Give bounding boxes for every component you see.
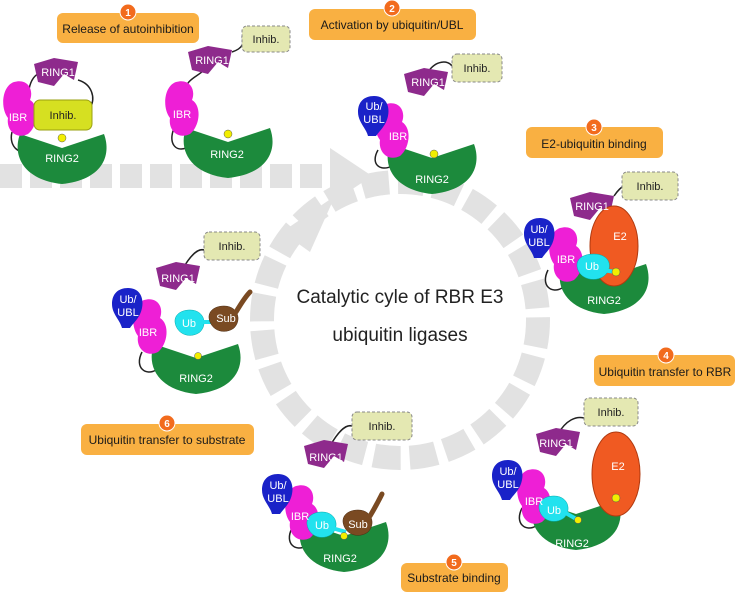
ring1-label: RING1 [41, 67, 75, 79]
ibr-label: IBR [557, 254, 575, 266]
inhib-domain-free [351, 411, 413, 441]
inhib-domain-free [203, 231, 261, 261]
ring2-label: RING2 [210, 149, 244, 161]
step-1-number: 1 [125, 8, 131, 19]
ring1-label: RING1 [309, 452, 343, 464]
inhib-domain-free [621, 171, 679, 201]
step-2-text: Activation by ubiquitin/UBL [321, 18, 464, 32]
ub-ubl-label-line2: UBL [267, 493, 288, 505]
ring2-label: RING2 [45, 153, 79, 165]
inhib-domain-bound [33, 99, 93, 131]
step-1-text: Release of autoinhibition [62, 22, 193, 36]
ubiquitin [538, 495, 569, 522]
inhib-label: Inhib. [219, 241, 246, 253]
step-3-number: 3 [591, 123, 597, 134]
step-3-text: E2-ubiquitin binding [541, 137, 646, 151]
inhib-label: Inhib. [50, 110, 77, 122]
step-1-label: 1 Release of autoinhibition [57, 3, 199, 43]
ubiquitin [576, 253, 610, 280]
step-5-number: 5 [451, 558, 457, 569]
e2-label: E2 [611, 461, 624, 473]
inhib-label: Inhib. [253, 34, 280, 46]
ring2-label: RING2 [555, 538, 589, 550]
ibr-label: IBR [389, 131, 407, 143]
step-6-number: 6 [164, 419, 170, 430]
stage-ub-transfer-to-substrate: RING1 Ub/ UBL IBR Ub Sub Inhib. RING2 [112, 231, 261, 394]
stage-autoinhibited: RING1 IBR Inhib. RING2 [3, 58, 107, 184]
ring1-label: RING1 [195, 55, 229, 67]
stage-e2-ub-bound: RING1 Ub/ UBL IBR E2 Ub Inhib. RING2 [524, 171, 679, 314]
ibr-label: IBR [9, 112, 27, 124]
ring2-label: RING2 [587, 295, 621, 307]
step-6-label: 6 Ubiquitin transfer to substrate [81, 414, 254, 455]
step-5-text: Substrate binding [407, 571, 500, 585]
ring1-label: RING1 [539, 438, 573, 450]
stage-ub-transferred-to-rbr: RING1 Ub/ UBL IBR E2 Ub Inhib. RING2 [492, 397, 641, 550]
sub-label: Sub [216, 313, 236, 325]
ub-label: Ub [547, 505, 561, 517]
cycle-title-line1: Catalytic cyle of RBR E3 [297, 287, 504, 308]
ibr-label: IBR [291, 511, 309, 523]
ring2-label: RING2 [179, 373, 213, 385]
ub-ubl-label-line1: Ub/ [530, 224, 548, 236]
ubiquitin [174, 309, 205, 336]
step-2-label: 2 Activation by ubiquitin/UBL [309, 0, 476, 40]
ring1-label: RING1 [575, 201, 609, 213]
inhib-label: Inhib. [464, 63, 491, 75]
ub-ubl-label-line2: UBL [528, 237, 549, 249]
ub-ubl-label-line1: Ub/ [269, 480, 287, 492]
ub-ubl-label-line2: UBL [363, 114, 384, 126]
e2-label: E2 [613, 231, 626, 243]
inhib-label: Inhib. [598, 407, 625, 419]
step-6-text: Ubiquitin transfer to substrate [89, 433, 246, 447]
stage-released: RING1 IBR Inhib. RING2 [165, 25, 291, 178]
ring2-label: RING2 [415, 174, 449, 186]
ub-ubl-label-line1: Ub/ [499, 466, 517, 478]
inhib-domain-free [451, 53, 503, 83]
ub-label: Ub [585, 261, 599, 273]
ub-ubl-label-line2: UBL [497, 479, 518, 491]
ibr-label: IBR [173, 109, 191, 121]
ub-label: Ub [315, 520, 329, 532]
ub-label: Ub [182, 318, 196, 330]
e2-enzyme [591, 431, 641, 517]
step-4-text: Ubiquitin transfer to RBR [599, 365, 732, 379]
ub-ubl-label-line1: Ub/ [119, 294, 137, 306]
stage-substrate-bound: RING1 Ub/ UBL IBR Ub Sub Inhib. RING2 [262, 411, 413, 572]
step-3-label: 3 E2-ubiquitin binding [526, 118, 663, 158]
cycle-title-line2: ubiquitin ligases [332, 325, 467, 346]
ub-ubl-label-line2: UBL [117, 307, 138, 319]
ibr-label: IBR [525, 496, 543, 508]
ring1-label: RING1 [411, 77, 445, 89]
inhib-label: Inhib. [369, 421, 396, 433]
step-2-number: 2 [389, 4, 395, 15]
inhib-domain-free [583, 397, 639, 427]
inhib-label: Inhib. [637, 181, 664, 193]
sub-label: Sub [348, 519, 368, 531]
stage-ub-activated: RING1 Ub/ UBL IBR Inhib. RING2 [358, 53, 503, 194]
ibr-label: IBR [139, 327, 157, 339]
ub-ubl-label-line1: Ub/ [365, 101, 383, 113]
inhib-domain-free [241, 25, 291, 53]
step-4-number: 4 [663, 351, 669, 362]
step-4-label: 4 Ubiquitin transfer to RBR [594, 346, 735, 386]
ring2-label: RING2 [323, 553, 357, 565]
step-5-label: 5 Substrate binding [401, 553, 508, 592]
ring1-label: RING1 [161, 273, 195, 285]
ubiquitin [306, 511, 337, 538]
